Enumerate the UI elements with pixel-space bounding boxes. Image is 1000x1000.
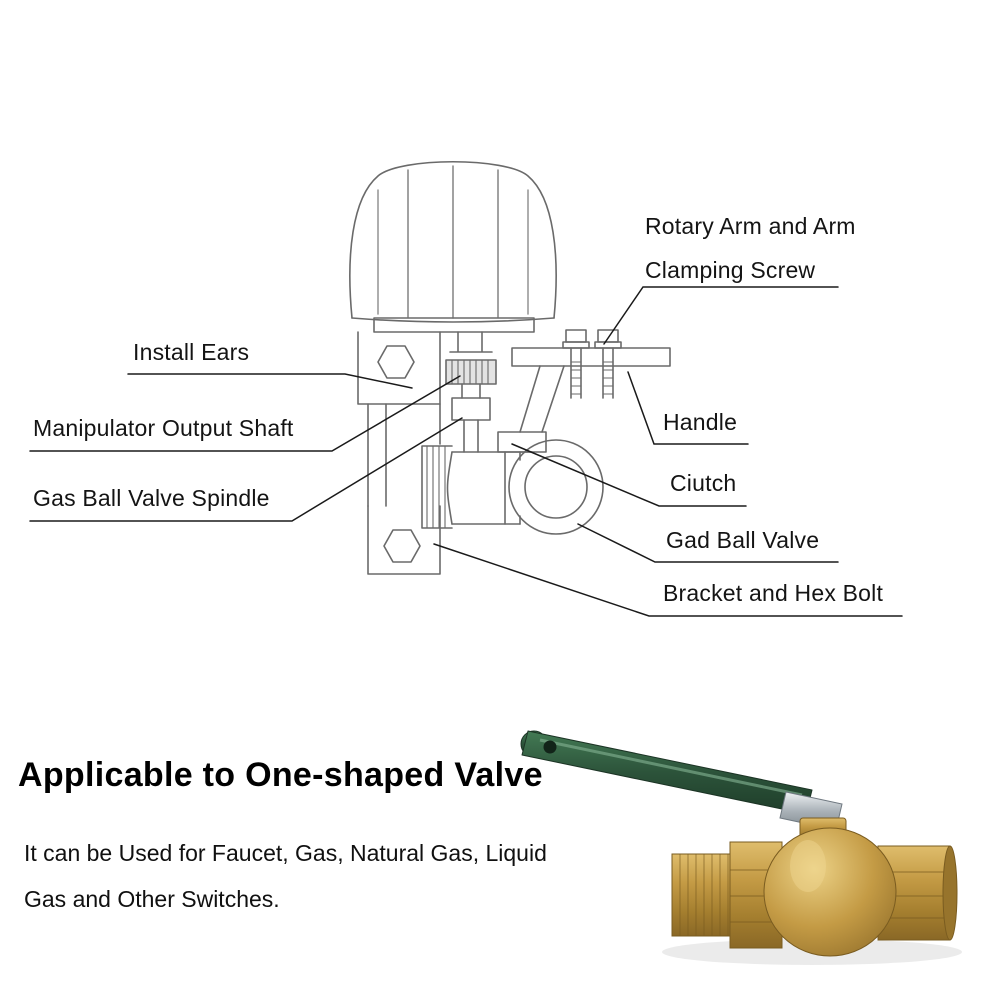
leader-output-shaft [29, 375, 461, 452]
description-line2: Gas and Other Switches. [24, 886, 280, 912]
label-handle: Handle [663, 409, 738, 435]
actuator-knob [349, 161, 557, 319]
leader-rotary-arm [603, 286, 839, 345]
section-heading: Applicable to One-shaped Valve [18, 756, 543, 794]
actuator-base [373, 317, 535, 333]
shaft-nut [451, 397, 491, 421]
label-install-ears: Install Ears [133, 339, 250, 365]
label-leader-lines [29, 286, 903, 617]
valve-body [763, 827, 897, 957]
valve-handle [521, 730, 813, 815]
handle-hole [543, 740, 557, 754]
leader-gad-ball-valve [577, 523, 839, 563]
actuator-line-drawing [349, 161, 671, 575]
lower-hex-bolt [383, 529, 421, 563]
leader-spindle [29, 417, 463, 522]
valve-spindle-line [463, 419, 479, 453]
ball-valve-drawing [421, 439, 604, 535]
upper-bracket [357, 331, 441, 405]
description-line1: It can be Used for Faucet, Gas, Natural … [24, 840, 547, 866]
label-manipulator-output-shaft: Manipulator Output Shaft [33, 415, 294, 441]
leader-handle [627, 371, 749, 445]
label-gad-ball-valve: Gad Ball Valve [666, 527, 820, 553]
upper-hex-bolt [377, 345, 415, 379]
label-bracket-and-hex-bolt: Bracket and Hex Bolt [663, 580, 884, 606]
label-rotary-arm-line1: Rotary Arm and Arm [645, 213, 856, 239]
brass-ball-valve-image [520, 730, 962, 965]
label-gas-ball-valve-spindle: Gas Ball Valve Spindle [33, 485, 270, 511]
leader-bracket-hex-bolt [433, 543, 903, 617]
clamping-screws [562, 329, 622, 399]
valve-left-thread [671, 853, 735, 937]
label-clutch: Ciutch [670, 470, 737, 496]
label-rotary-arm-line2: Clamping Screw [645, 257, 816, 283]
rotary-arm [511, 347, 671, 367]
leader-install-ears [127, 373, 413, 389]
leader-clutch [511, 443, 747, 507]
lower-bracket [367, 505, 441, 575]
